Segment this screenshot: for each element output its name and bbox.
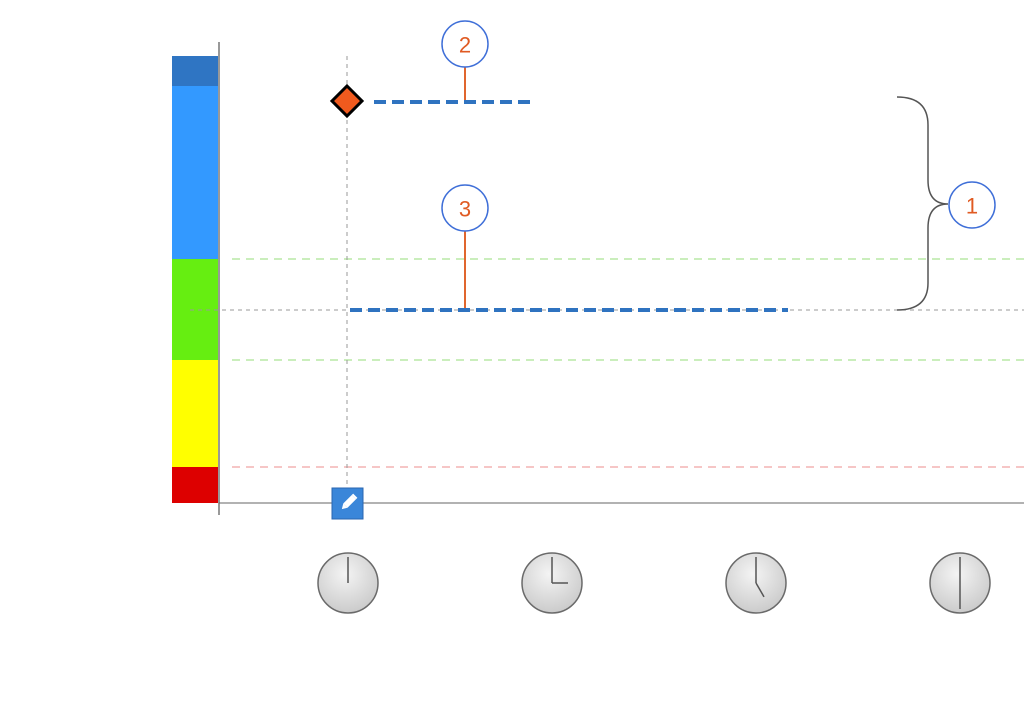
- callout-label-1: 1: [966, 194, 978, 219]
- zone-color-bar: [172, 56, 218, 503]
- clock-row: [317, 552, 991, 614]
- callout-badge-1: 1: [948, 181, 996, 229]
- callout-badge-3: 3: [441, 184, 489, 232]
- zone-yellow: [172, 360, 218, 467]
- zone-red: [172, 467, 218, 503]
- pen-icon[interactable]: [331, 487, 364, 520]
- callout-badge-2: 2: [441, 20, 489, 68]
- brace: [896, 96, 949, 311]
- clock-3-icon: [521, 552, 583, 614]
- callout-label-2: 2: [459, 33, 471, 58]
- zone-blue: [172, 86, 218, 259]
- clock-5-icon: [725, 552, 787, 614]
- zone-dark-blue: [172, 56, 218, 86]
- zone-green: [172, 259, 218, 360]
- diamond-marker-icon: [329, 83, 365, 119]
- clock-12-icon: [317, 552, 379, 614]
- callout-label-3: 3: [459, 197, 471, 222]
- clock-6-icon: [929, 552, 991, 614]
